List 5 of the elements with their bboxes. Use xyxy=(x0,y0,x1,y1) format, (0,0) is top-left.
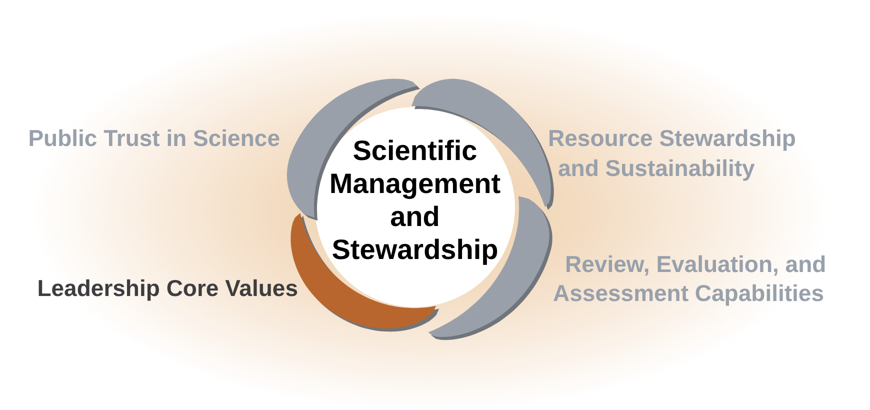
segment-label: Review, Evaluation, and Assessment Capabilities xyxy=(553,250,828,308)
segment-label: Resource Stewardship and Sustainability xyxy=(548,124,797,183)
center-title: Scientific Management and Stewardship xyxy=(328,134,502,266)
segment-label: Leadership Core Values xyxy=(36,274,298,303)
segment-label: Public Trust in Science xyxy=(27,124,280,153)
